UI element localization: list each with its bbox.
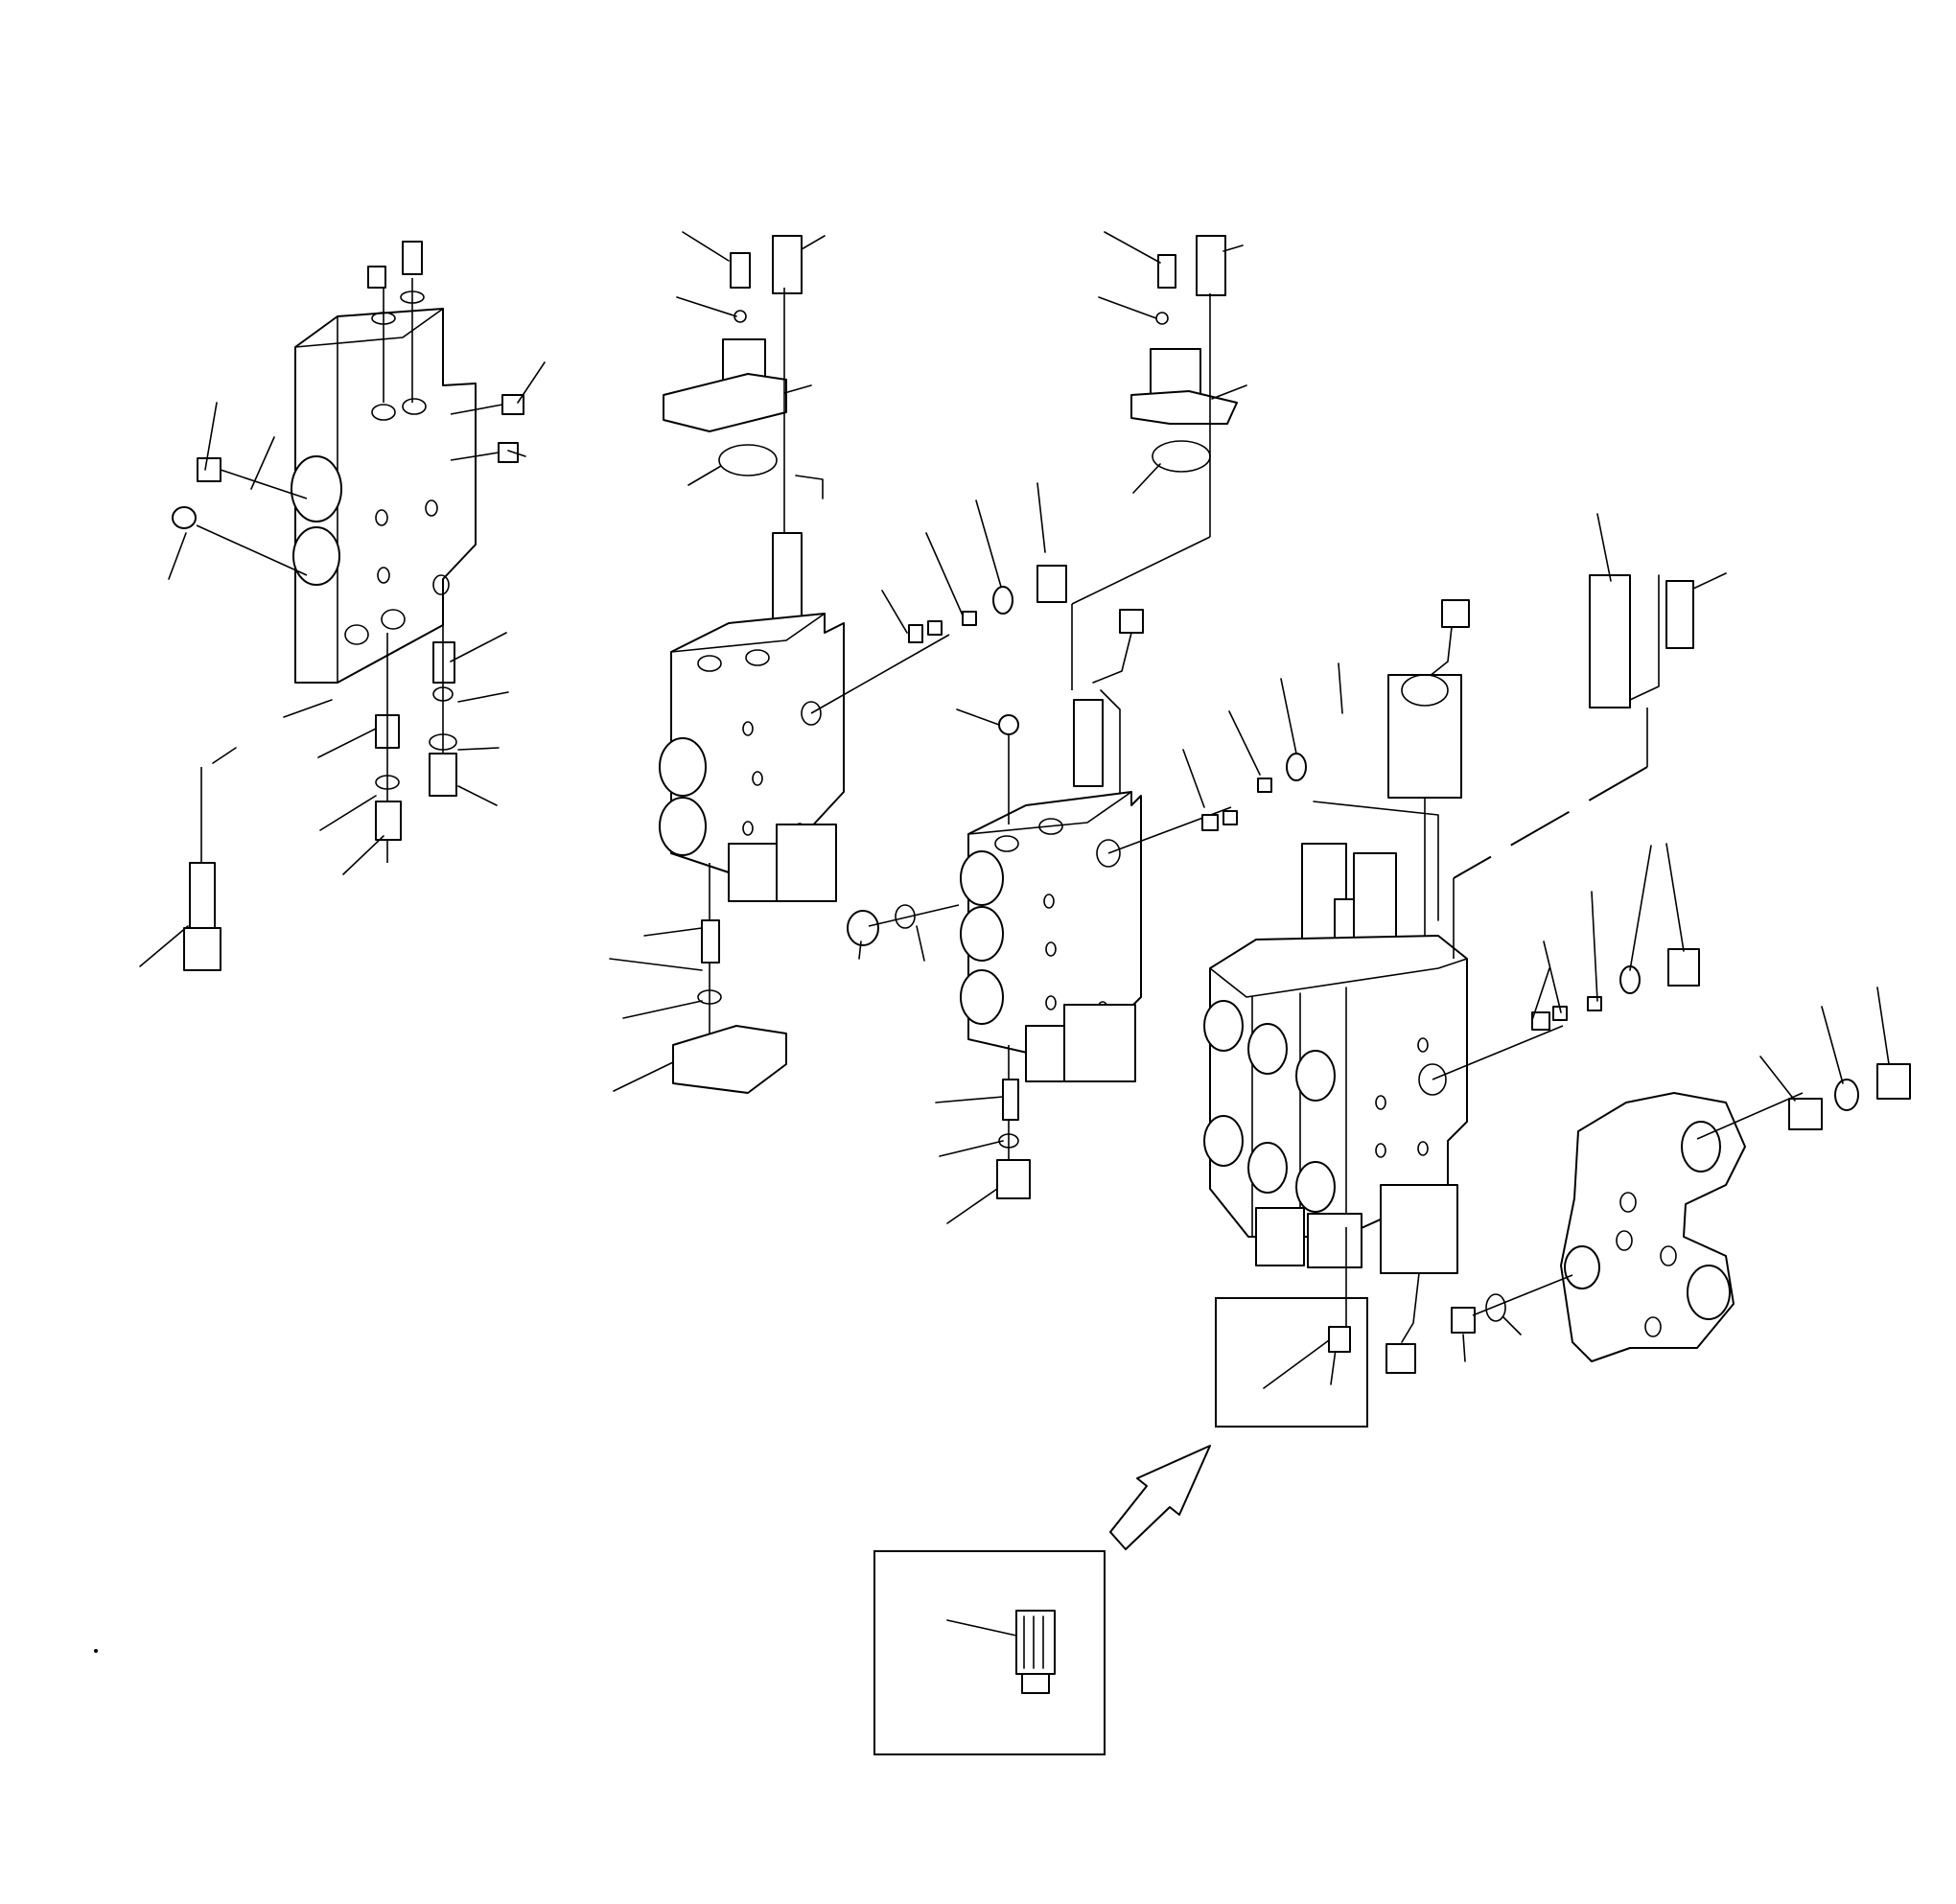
end-plate-boss-left — [1565, 1246, 1599, 1289]
lower-cyl-s2-b — [1064, 1005, 1135, 1081]
port-s2-c — [961, 970, 1003, 1024]
end-cover-assembly — [140, 242, 545, 970]
spool-rod-s2 — [1074, 700, 1103, 786]
connector-stack-top — [1442, 600, 1469, 627]
stack-rod-bolt — [1666, 581, 1693, 648]
cover-bolt-2 — [403, 242, 422, 274]
spool-part-s1-2 — [928, 621, 942, 635]
side-plug-1 — [198, 458, 221, 481]
end-cover-port-lower — [293, 527, 339, 585]
side-plug-2 — [173, 507, 196, 528]
spool-part-s1-3 — [963, 612, 976, 625]
stack-rod-cover — [1590, 575, 1630, 708]
connector-stack-bottom — [1386, 1344, 1415, 1373]
stub-plug-s2 — [848, 911, 878, 945]
end-plate-spool-2 — [1835, 1080, 1858, 1110]
plug-left-1 — [376, 801, 401, 840]
valve-section-1 — [610, 232, 1066, 1093]
box-fitting-lower-base — [1022, 1674, 1049, 1693]
detail-arrow-shape — [1110, 1446, 1210, 1549]
detail-callout-box-upper — [1216, 1298, 1367, 1427]
connector-s2 — [1120, 610, 1143, 633]
spool-part-s2-4 — [1287, 754, 1306, 780]
cap-plate-s1 — [664, 374, 786, 431]
stack-port-4 — [1248, 1143, 1287, 1193]
end-plate-left-plug — [1452, 1308, 1475, 1333]
end-plate-boss-top — [1682, 1122, 1720, 1172]
spool-part-s1-4 — [993, 587, 1013, 614]
valve-section-2 — [848, 232, 1342, 1223]
solenoid-cap-s2 — [1151, 349, 1200, 397]
port-s2-a — [961, 851, 1003, 905]
port-s1-a — [660, 738, 706, 796]
port-s2-b — [961, 907, 1003, 961]
stack-port-5 — [1296, 1051, 1335, 1101]
port-s1-b — [660, 798, 706, 855]
top-plug-s2 — [999, 715, 1018, 734]
plug-left-2 — [430, 754, 456, 796]
long-fitting-nut — [184, 928, 221, 970]
cover-bolt-1 — [368, 267, 385, 288]
cap-bolt-s1 — [773, 236, 802, 293]
cap-bolt-s2 — [1197, 236, 1225, 295]
stack-lower-1 — [1256, 1208, 1304, 1265]
spool-part-stack-3 — [1588, 997, 1601, 1010]
spool-part-s2-3 — [1258, 778, 1271, 792]
assembled-valve-stack — [1204, 514, 1726, 1384]
long-fitting — [190, 863, 215, 930]
lower-cyl-s1-b — [777, 824, 836, 901]
end-plate-spool-1 — [1789, 1099, 1822, 1129]
stack-port-6 — [1296, 1162, 1335, 1212]
stack-port-2 — [1204, 1116, 1243, 1166]
spring-left-2 — [433, 642, 454, 683]
spool-part-s2-1 — [1202, 815, 1218, 830]
spool-part-stack-1 — [1532, 1012, 1549, 1030]
end-plate-spool-cap — [1877, 1064, 1910, 1099]
plug-s2-bottom — [997, 1160, 1030, 1198]
stack-port-3 — [1248, 1024, 1287, 1074]
spring-s1 — [702, 920, 719, 963]
right-end-plate — [1452, 987, 1910, 1361]
detail-callout-box-lower — [874, 1551, 1105, 1754]
stack-lower-3 — [1381, 1185, 1457, 1273]
end-cover-port-upper — [291, 456, 341, 522]
spool-cap-s1 — [1037, 566, 1066, 602]
solenoid-stack — [1388, 675, 1461, 798]
box-fitting-upper — [1329, 1327, 1350, 1352]
stray-dot — [94, 1649, 98, 1653]
spool-part-s1-1 — [909, 625, 922, 642]
pin-s2 — [1158, 255, 1176, 288]
spool-part-s2-2 — [1223, 811, 1237, 824]
spool-cap-stack — [1668, 949, 1699, 986]
stack-lower-2 — [1308, 1214, 1362, 1267]
end-cover-body — [295, 309, 476, 683]
stack-sol-4 — [1354, 853, 1396, 949]
stack-port-1 — [1204, 1001, 1243, 1051]
spring-s2 — [1003, 1080, 1018, 1120]
detail-arrow — [1110, 1446, 1210, 1549]
pin-s1 — [731, 253, 750, 288]
bottom-plate-s1 — [673, 1026, 786, 1093]
end-plate-boss-bottom — [1688, 1265, 1730, 1319]
box-fitting-lower — [1016, 1611, 1055, 1674]
